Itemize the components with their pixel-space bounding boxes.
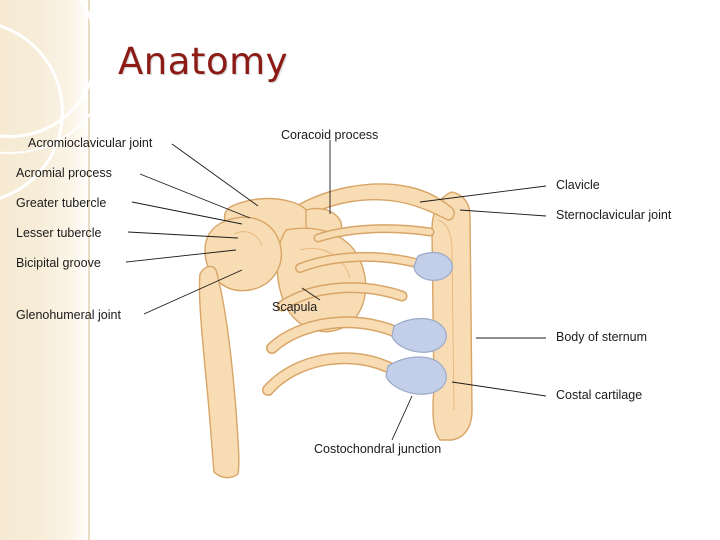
- bicipital-groove-line: [233, 231, 263, 247]
- humeral-head: [204, 216, 282, 292]
- label-bicipital-groove: Bicipital groove: [16, 256, 101, 270]
- label-coracoid-process: Coracoid process: [281, 128, 379, 142]
- bone-group: [198, 183, 473, 479]
- leader-clavicle: [419, 185, 547, 203]
- rib-4-fill: [267, 317, 401, 353]
- anatomy-illustration: [125, 140, 547, 479]
- costal-cartilage-lower: [385, 356, 447, 395]
- leader-costal-cartilage: [451, 381, 547, 397]
- leader-acromial-process: [139, 173, 251, 219]
- costal-cartilage-upper: [413, 251, 453, 281]
- label-lesser-tubercle: Lesser tubercle: [16, 226, 102, 240]
- costal-cartilage-middle: [391, 317, 447, 353]
- anatomy-diagram: Acromioclavicular joint Acromial process…: [0, 110, 720, 490]
- label-costochondral-junction: Costochondral junction: [314, 442, 442, 456]
- label-body-of-sternum: Body of sternum: [556, 330, 648, 344]
- leader-costochondral-junction: [391, 395, 413, 441]
- leader-lesser-tubercle: [127, 231, 239, 239]
- left-band-edge: [88, 0, 90, 540]
- leader-greater-tubercle: [131, 201, 243, 225]
- label-costal-cartilage: Costal cartilage: [556, 388, 643, 402]
- leader-bicipital-groove: [125, 249, 237, 263]
- leader-scapula: [301, 287, 321, 301]
- humerus-shaft: [198, 265, 240, 479]
- scapula-bone: [276, 227, 367, 333]
- rib-1-fill: [315, 225, 433, 241]
- leader-glenohumeral-joint: [143, 269, 243, 315]
- label-acromial-process: Acromial process: [16, 166, 112, 180]
- label-greater-tubercle: Greater tubercle: [16, 196, 107, 210]
- leader-sternoclavicular-joint: [459, 209, 547, 217]
- scapula-shading: [299, 248, 351, 279]
- label-sternoclavicular-joint: Sternoclavicular joint: [556, 208, 672, 222]
- rib-5-fill: [263, 353, 399, 395]
- leader-acromioclavicular-joint: [171, 143, 259, 207]
- label-acromioclavicular-joint: Acromioclavicular joint: [28, 136, 153, 150]
- label-clavicle: Clavicle: [556, 178, 600, 192]
- rib-3-fill: [278, 283, 406, 310]
- leader-lines: [125, 140, 547, 441]
- sternum: [431, 191, 473, 441]
- label-scapula: Scapula: [272, 300, 318, 314]
- sternum-shading: [437, 219, 455, 411]
- page-title: Anatomy: [118, 40, 289, 83]
- rib-2-fill: [296, 253, 424, 272]
- label-glenohumeral-joint: Glenohumeral joint: [16, 308, 121, 322]
